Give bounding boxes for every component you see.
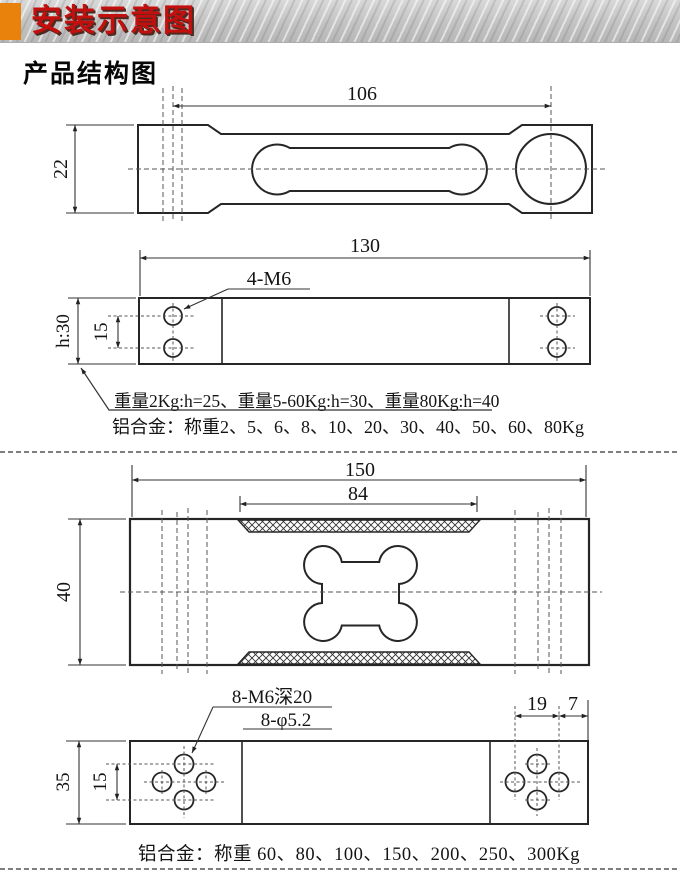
dim-label-106: 106 <box>347 83 377 105</box>
section-title: 产品结构图 <box>23 61 159 88</box>
dim-label-19: 19 <box>527 693 547 715</box>
dim-lines-84 <box>239 496 478 512</box>
header-banner: 安装示意图 <box>0 0 680 43</box>
dim-lines-19-7 <box>515 700 589 740</box>
view1-top-centerlines <box>128 86 608 222</box>
thread-label-8m6: 8-M6深20 <box>232 686 312 708</box>
thread-label-4m6: 4-M6 <box>247 268 291 290</box>
header-accent-block <box>0 3 21 40</box>
view2-top-centerlines <box>120 508 602 676</box>
dim-lines-h30 <box>68 297 136 365</box>
dim-lines-35 <box>66 740 126 825</box>
hatch-strip-bottom <box>236 651 482 665</box>
dim-lines-130 <box>139 250 591 296</box>
dim-label-40: 40 <box>53 582 75 602</box>
dim-label-h30: h:30 <box>53 314 74 348</box>
view2-side-drawing <box>66 700 589 825</box>
page-title: 安装示意图 <box>31 3 196 38</box>
notes-leader-line <box>80 367 492 411</box>
view2-side-hole-centerlines <box>106 706 580 818</box>
dim-label-7: 7 <box>568 693 578 715</box>
note-capacities-large: 铝合金：称重 60、80、100、150、200、250、300Kg <box>138 845 580 865</box>
view1-side-holes <box>163 306 567 358</box>
dim-label-130: 130 <box>350 235 380 257</box>
dim-label-150: 150 <box>345 459 375 481</box>
dim-label-84: 84 <box>348 483 368 505</box>
dim-lines-150 <box>131 465 587 517</box>
view1-side-drawing <box>68 250 591 411</box>
hatch-strip-top <box>236 519 482 533</box>
dim-label-15b: 15 <box>90 773 111 792</box>
thread-label-leader <box>183 288 310 310</box>
thread-label-leader-2 <box>191 706 332 754</box>
bone-cutout <box>303 545 418 642</box>
dim-lines-22 <box>66 124 134 214</box>
view1-side-hole-centerlines <box>108 303 575 361</box>
view1-top-drawing <box>66 86 608 222</box>
view2-top-drawing <box>68 465 602 676</box>
note-capacities-small: 铝合金：称重2、5、6、8、10、20、30、40、50、60、80Kg <box>112 417 584 437</box>
note-heights: 重量2Kg:h=25、重量5-60Kg:h=30、重量80Kg:h=40 <box>114 391 500 411</box>
dim-lines-40 <box>68 518 126 666</box>
thread-label-8phi: 8-φ5.2 <box>261 710 312 731</box>
dim-label-15: 15 <box>91 323 112 342</box>
dim-label-35: 35 <box>53 773 74 792</box>
dim-label-22: 22 <box>50 159 72 179</box>
